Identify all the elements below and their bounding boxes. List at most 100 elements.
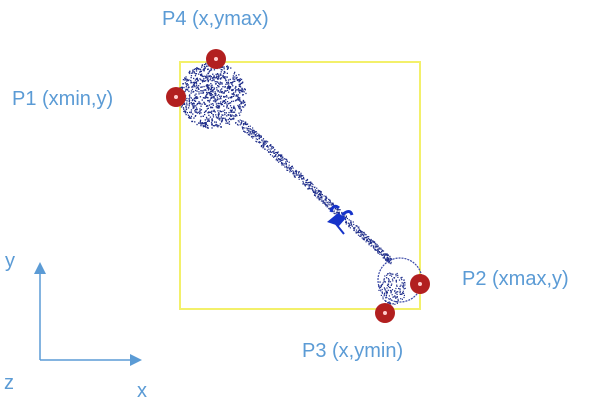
cloud-point — [285, 161, 287, 163]
cloud-point — [278, 158, 280, 160]
cloud-point — [228, 85, 230, 87]
cloud-point — [388, 279, 390, 281]
cloud-point — [377, 251, 379, 253]
cloud-point — [200, 112, 202, 114]
cloud-point — [192, 98, 194, 101]
cloud-point — [362, 232, 364, 234]
cloud-point — [212, 91, 214, 93]
cloud-point — [399, 285, 401, 287]
cloud-point — [201, 66, 203, 68]
cloud-point — [202, 75, 204, 78]
cloud-point — [221, 66, 223, 68]
cloud-point — [246, 127, 248, 129]
cloud-point — [204, 110, 207, 113]
cloud-point — [234, 76, 236, 78]
cloud-point — [242, 124, 245, 126]
cloud-point — [387, 302, 389, 304]
cloud-point — [216, 75, 218, 77]
cloud-point — [390, 263, 392, 265]
cloud-point — [219, 110, 222, 113]
cloud-point — [387, 289, 389, 291]
cloud-point — [395, 273, 397, 275]
cloud-point — [314, 195, 317, 197]
cloud-point — [193, 99, 196, 101]
cloud-point — [235, 113, 237, 116]
cloud-point — [334, 208, 336, 210]
cloud-point — [399, 291, 401, 293]
cloud-point — [192, 113, 194, 115]
cloud-point — [370, 245, 372, 247]
cloud-point — [220, 71, 222, 73]
cloud-point — [278, 154, 280, 157]
cloud-point — [396, 284, 398, 286]
cloud-point — [240, 78, 243, 81]
cloud-point — [218, 74, 220, 76]
cloud-point — [244, 131, 246, 133]
cloud-point — [238, 81, 240, 83]
cloud-point — [193, 103, 195, 105]
cloud-point — [218, 75, 220, 77]
cloud-point — [259, 135, 261, 137]
cloud-point — [246, 129, 248, 131]
cloud-point — [189, 71, 191, 73]
cloud-point — [247, 128, 249, 130]
cloud-point — [223, 100, 225, 102]
cloud-point — [381, 288, 383, 291]
cloud-point — [217, 102, 219, 105]
cloud-point — [181, 86, 183, 88]
cloud-point — [194, 81, 196, 84]
cloud-point — [390, 261, 392, 263]
cloud-point — [238, 107, 240, 109]
cloud-point — [222, 100, 224, 102]
cloud-point — [217, 105, 219, 107]
cloud-point — [201, 90, 203, 92]
cloud-point — [285, 164, 287, 166]
cloud-point — [222, 110, 224, 112]
cloud-point — [193, 71, 195, 73]
cloud-point — [332, 202, 334, 204]
cloud-point — [209, 99, 211, 101]
cloud-point — [241, 120, 243, 122]
cloud-point — [214, 121, 216, 123]
cloud-point — [206, 76, 208, 78]
cloud-point — [318, 194, 320, 196]
cloud-point — [237, 104, 239, 107]
cloud-point — [186, 102, 188, 104]
cloud-point — [183, 86, 185, 89]
cloud-point — [232, 100, 235, 102]
cloud-point — [226, 76, 228, 78]
cloud-point — [395, 275, 397, 277]
cloud-point — [244, 123, 246, 125]
cloud-point — [191, 120, 194, 123]
cloud-point — [212, 86, 214, 88]
cloud-point — [206, 79, 208, 81]
cloud-point — [211, 112, 213, 114]
cloud-point — [384, 275, 386, 277]
cloud-point — [285, 166, 287, 168]
cloud-point — [382, 296, 384, 298]
cloud-point — [221, 82, 223, 84]
cloud-point — [229, 86, 232, 88]
cloud-point — [293, 175, 296, 177]
cloud-point — [192, 69, 194, 71]
cloud-point — [350, 223, 352, 225]
cloud-point — [204, 125, 206, 127]
cloud-point — [238, 99, 240, 101]
cloud-point — [238, 98, 240, 100]
cloud-point — [281, 159, 283, 161]
cloud-point — [234, 71, 236, 73]
cloud-point — [266, 149, 268, 151]
cloud-point — [226, 101, 229, 103]
cloud-point — [228, 102, 231, 104]
cloud-point — [267, 151, 270, 153]
cloud-point — [204, 113, 206, 116]
cloud-point — [362, 237, 364, 239]
cloud-point — [387, 285, 390, 287]
cloud-point — [298, 176, 301, 178]
cloud-point — [227, 107, 230, 109]
cloud-point — [372, 241, 374, 243]
cloud-point — [181, 87, 183, 90]
cloud-point — [271, 155, 274, 157]
cloud-point — [384, 289, 386, 291]
cloud-point — [217, 76, 219, 78]
